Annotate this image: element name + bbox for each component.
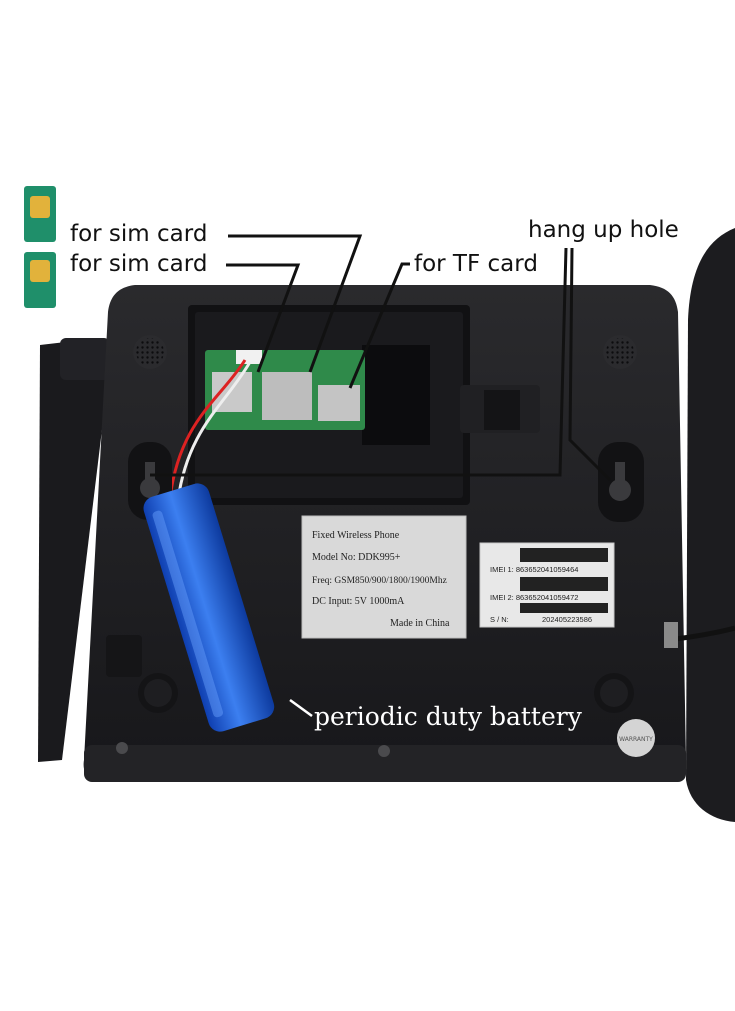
sim-card-icon-1 — [24, 186, 56, 242]
label-dc-input: DC Input: 5V 1000mA — [312, 596, 405, 607]
serial-number: 202405223586 — [542, 615, 592, 624]
wire-white — [176, 361, 252, 501]
product-label: Fixed Wireless Phone Model No: DDK995+ F… — [301, 515, 467, 639]
antenna — [38, 338, 110, 762]
barcode-2 — [520, 577, 608, 591]
leader-hang-right — [568, 247, 612, 482]
imei-label: IMEI 1: 863652041059464 IMEI 2: 86365204… — [479, 542, 615, 628]
label-origin: Made in China — [390, 618, 450, 629]
barcode-3 — [520, 603, 608, 613]
battery-connector — [236, 350, 262, 364]
leader-tf — [348, 262, 410, 389]
handset — [686, 228, 735, 822]
callout-lines — [150, 234, 612, 482]
imei-2: IMEI 2: 863652041059472 — [490, 593, 578, 602]
wire-red — [168, 359, 247, 499]
side-port — [664, 622, 678, 648]
leader-hang-left — [150, 247, 568, 477]
screw-center — [378, 745, 390, 757]
callout-hang-up-hole: hang up hole — [528, 217, 679, 243]
warranty-text: WARRANTY — [619, 736, 653, 743]
compartment-slot — [362, 345, 430, 445]
imei-1: IMEI 1: 863652041059464 — [490, 565, 578, 574]
serial-key: S / N: — [490, 615, 509, 624]
callout-tf-card: for TF card — [414, 251, 538, 277]
sim-slot-2 — [262, 372, 312, 420]
tf-card-slot — [318, 385, 360, 421]
warranty-sticker: WARRANTY — [617, 719, 655, 757]
battery — [143, 483, 275, 732]
mounting-hole-right — [598, 442, 644, 522]
callout-battery: periodic duty battery — [314, 702, 582, 731]
screw-left — [116, 742, 128, 754]
clip-left — [106, 635, 142, 677]
leader-sim1 — [228, 234, 363, 373]
label-title: Fixed Wireless Phone — [312, 530, 400, 541]
sim-card-icon-2 — [24, 252, 56, 308]
label-freq: Freq: GSM850/900/1800/1900Mhz — [312, 576, 447, 586]
barcode-1 — [520, 548, 608, 562]
label-model: Model No: DDK995+ — [312, 552, 401, 563]
body-bottom-lip — [84, 745, 686, 782]
leader-battery — [289, 698, 313, 718]
leader-sim2 — [226, 263, 301, 373]
callout-sim-card-1: for sim card — [70, 221, 208, 247]
callout-sim-card-2: for sim card — [70, 251, 208, 277]
